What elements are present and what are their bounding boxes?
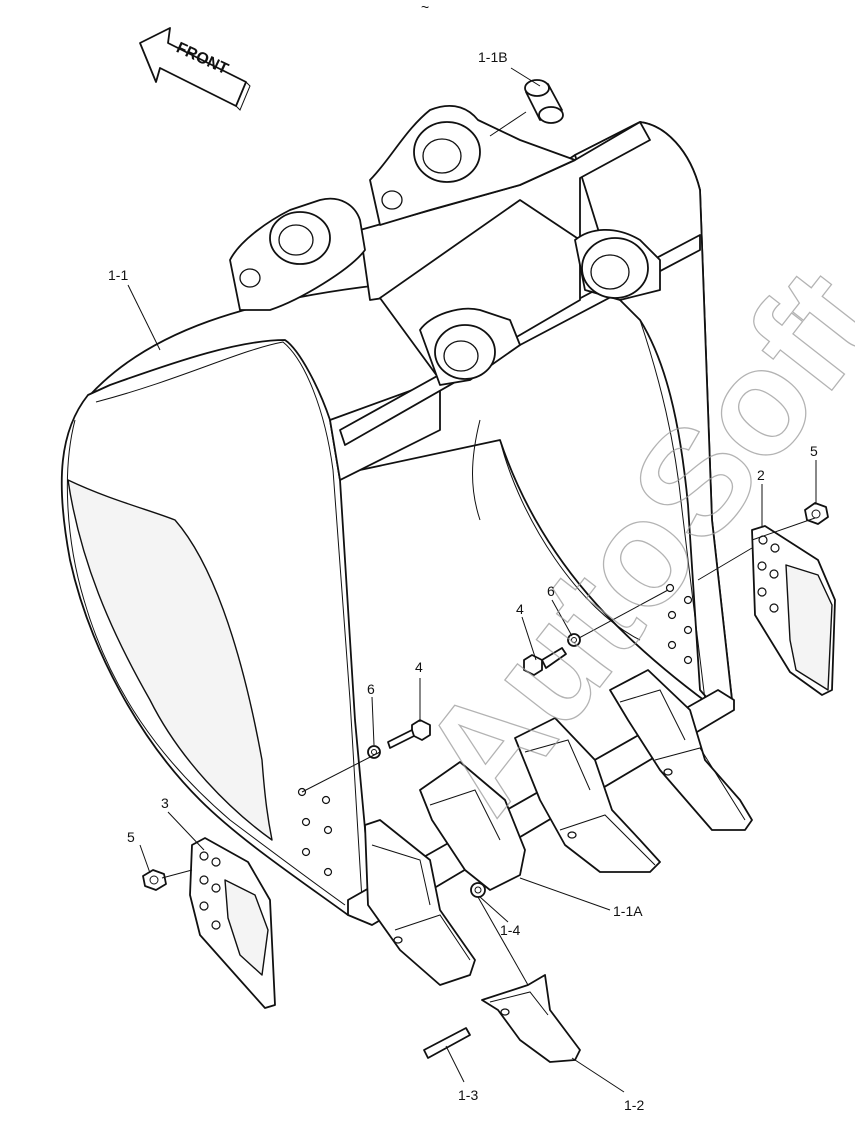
leader-lines: [127, 67, 817, 1093]
callout-5-right: 5: [810, 443, 818, 459]
callout-6-left: 6: [367, 681, 375, 697]
callout-labels: 1-1B 1-1 2 5 6 4 4 6 3 5 1-1A 1-4 1-3 1-…: [108, 49, 818, 1113]
callout-1-4: 1-4: [500, 922, 520, 938]
front-arrow: FRONT: [139, 27, 251, 111]
callout-4-left: 4: [415, 659, 423, 675]
bushing-1-1b: [524, 79, 564, 124]
pin-bosses: [239, 121, 649, 380]
callout-1-2: 1-2: [624, 1097, 644, 1113]
callout-1-1a: 1-1A: [613, 903, 643, 919]
callout-1-1b: 1-1B: [478, 49, 508, 65]
side-plate-holes: [297, 583, 693, 877]
top-mark: ~: [421, 0, 429, 15]
callout-2: 2: [757, 467, 765, 483]
fasteners: [142, 502, 829, 1059]
callout-5-left: 5: [127, 829, 135, 845]
callout-6-right: 6: [547, 583, 555, 599]
callout-3: 3: [161, 795, 169, 811]
callout-1-1: 1-1: [108, 267, 128, 283]
side-cutter-left: [189, 837, 276, 1009]
side-cutter-right: [751, 525, 836, 696]
callout-4-right: 4: [516, 601, 524, 617]
bucket-teeth: [364, 669, 753, 1063]
callout-1-3: 1-3: [458, 1087, 478, 1103]
